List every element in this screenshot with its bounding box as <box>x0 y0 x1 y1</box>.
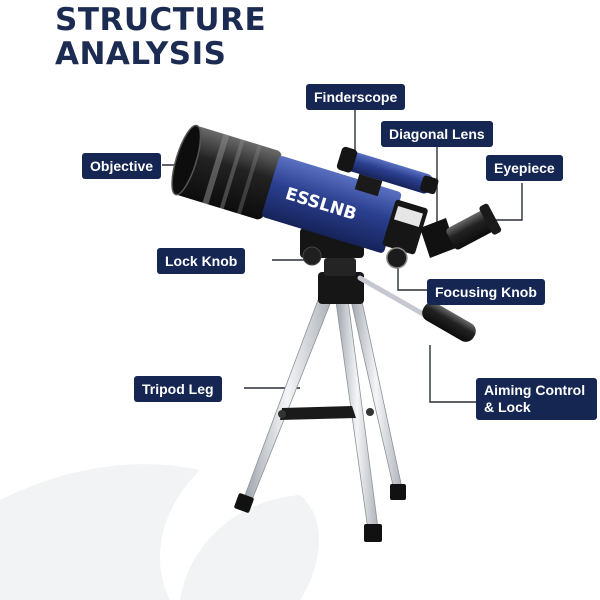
label-focusing-knob: Focusing Knob <box>427 279 545 305</box>
diagonal-eyepiece <box>420 203 502 258</box>
title-line-2: ANALYSIS <box>55 36 227 72</box>
label-eyepiece: Eyepiece <box>486 155 563 181</box>
telescope-tube: ESSLNB <box>171 124 428 269</box>
label-aiming-control: Aiming Control & Lock <box>476 378 597 420</box>
label-tripod-leg: Tripod Leg <box>134 376 222 402</box>
finderscope-body <box>336 146 439 197</box>
tripod <box>234 258 406 542</box>
aiming-handle <box>357 275 476 342</box>
page-title: STRUCTURE ANALYSIS <box>55 3 266 71</box>
label-objective: Objective <box>82 153 162 179</box>
label-finderscope: Finderscope <box>306 84 406 110</box>
label-lock-knob: Lock Knob <box>157 248 246 274</box>
title-line-1: STRUCTURE <box>55 2 267 38</box>
label-diagonal-lens: Diagonal Lens <box>381 121 493 147</box>
background-swirl <box>0 464 319 600</box>
